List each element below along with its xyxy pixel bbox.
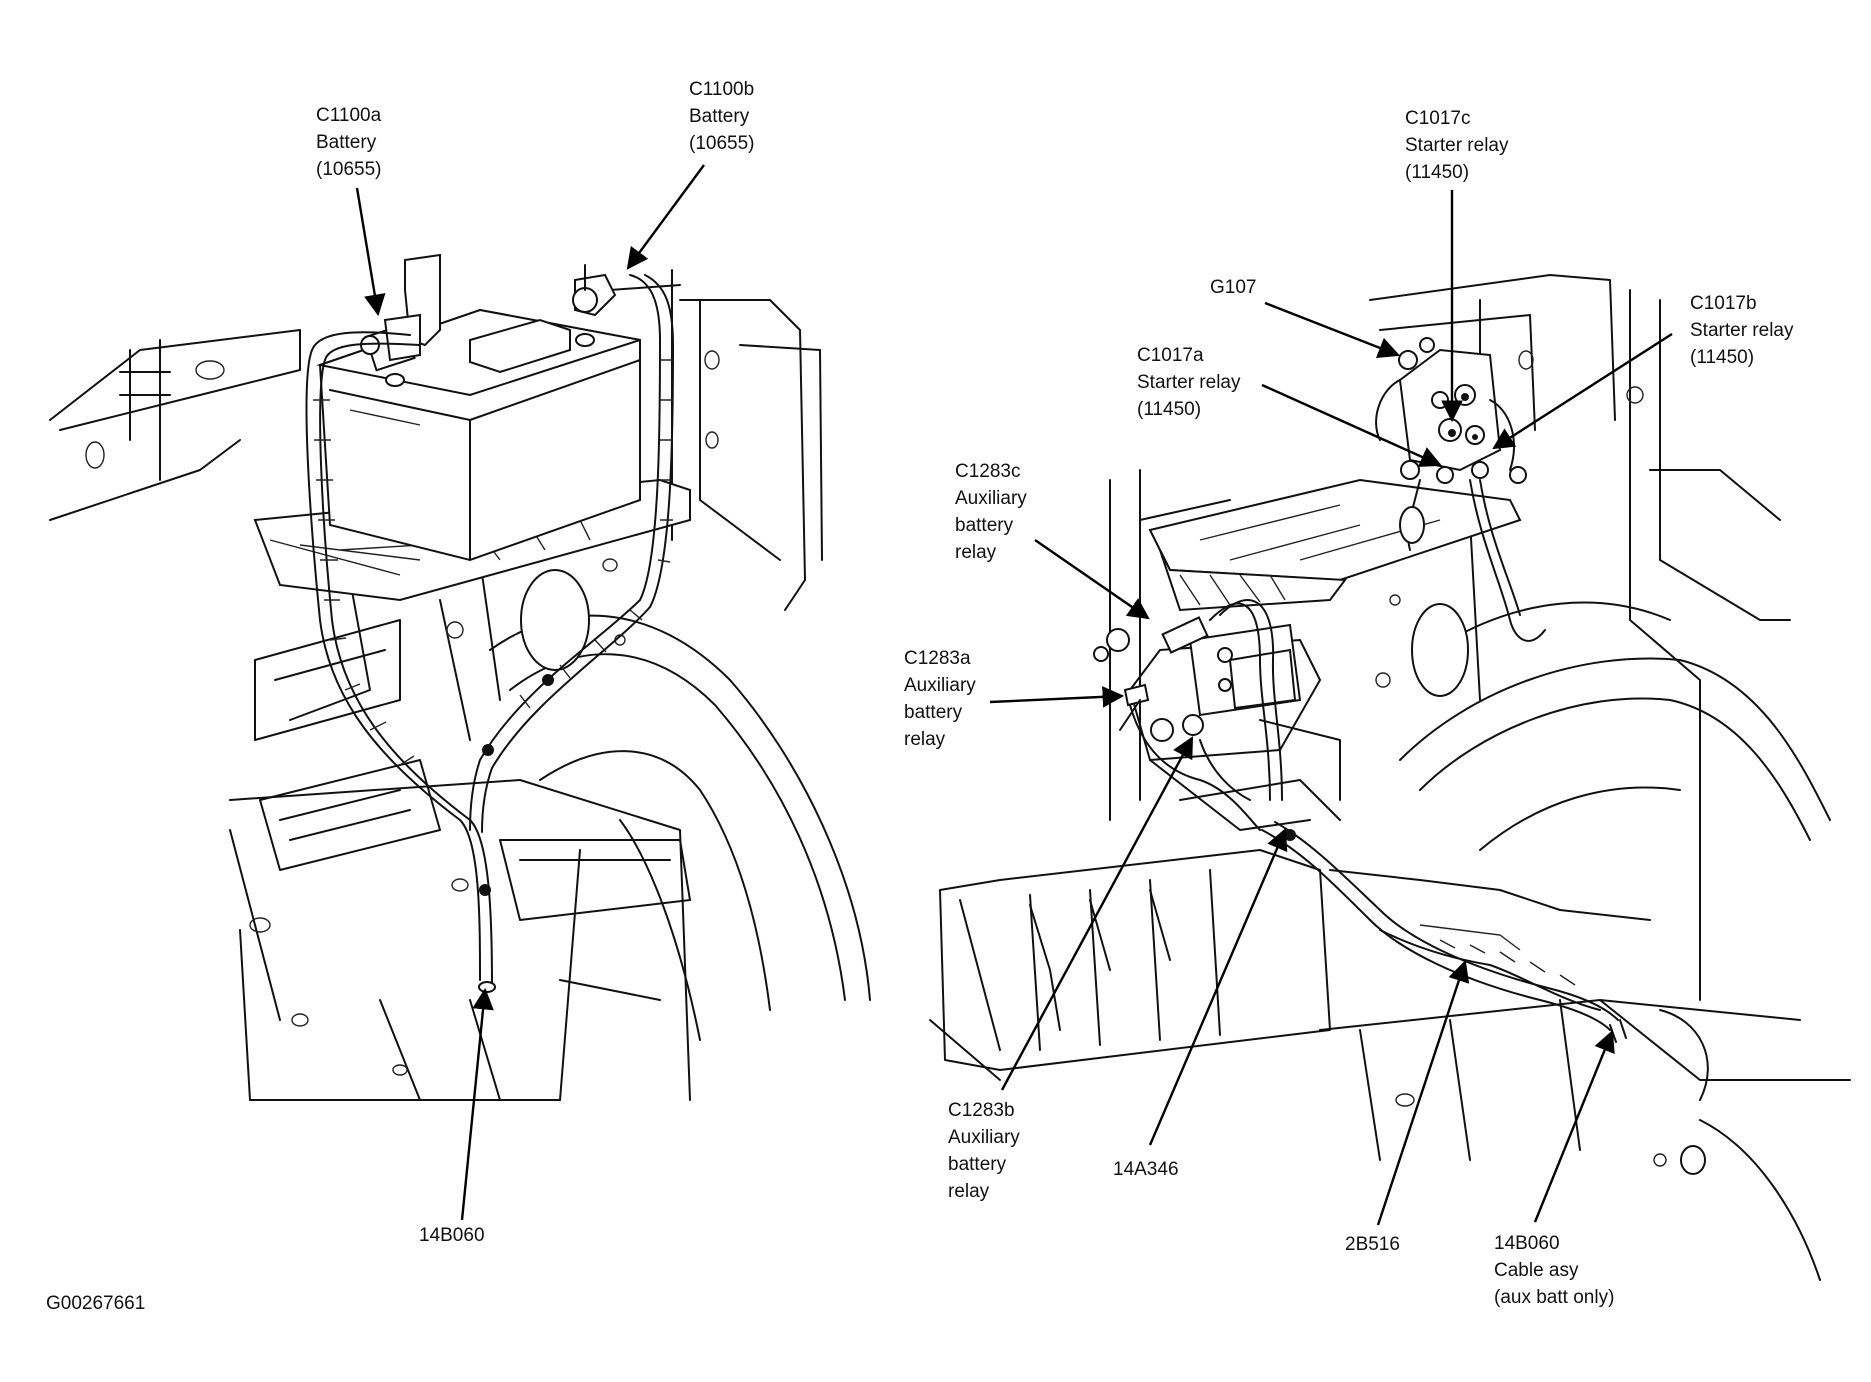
- leader-g107: [1264, 301, 1401, 358]
- label-c1017b: C1017b Starter relay (11450): [1690, 293, 1794, 368]
- label-c1283c: C1283c Auxiliary battery relay: [955, 461, 1027, 563]
- leader-c1017b: [1492, 332, 1673, 450]
- right-engine-bay-view: [929, 274, 1851, 1281]
- label-2b516: 2B516: [1345, 1234, 1400, 1255]
- leader-2b516: [1376, 959, 1470, 1226]
- c1100b-connector: [572, 264, 617, 317]
- leader-14a346: [1148, 828, 1288, 1146]
- label-c1017a: C1017a Starter relay (11450): [1137, 345, 1241, 420]
- cable-14b060-right: [1609, 1019, 1627, 1043]
- label-c1100b: C1100b Battery (10655): [689, 79, 755, 154]
- label-14b060-right: 14B060 Cable asy (aux batt only): [1494, 1233, 1615, 1308]
- auxiliary-battery-relay-icon: [1093, 599, 1302, 831]
- label-14b060-left: 14B060: [419, 1225, 485, 1246]
- leader-c1283c: [1034, 539, 1150, 620]
- figure-id: G00267661: [46, 1293, 146, 1314]
- label-c1017c: C1017c Starter relay (11450): [1405, 108, 1509, 183]
- cable-14b060-left: [305, 274, 674, 993]
- leader-c1100a: [355, 187, 386, 317]
- label-14a346: 14A346: [1113, 1159, 1179, 1180]
- c1100a-connector: [360, 253, 441, 362]
- leader-c1283a: [989, 686, 1125, 708]
- leader-14b060-left: [460, 987, 494, 1221]
- label-g107: G107: [1210, 277, 1257, 298]
- label-c1100a: C1100a Battery (10655): [316, 105, 382, 180]
- leader-c1100b: [626, 164, 705, 270]
- leader-lines: [355, 164, 1673, 1226]
- label-c1283b: C1283b Auxiliary battery relay: [948, 1100, 1020, 1202]
- cable-2b516: [1379, 924, 1601, 1011]
- leader-14b060-right: [1533, 1029, 1615, 1223]
- right-body-structure: [929, 274, 1851, 1281]
- leader-c1017a: [1261, 383, 1442, 467]
- starter-relay-tray: [1148, 478, 1522, 612]
- label-c1283a: C1283a Auxiliary battery relay: [904, 648, 976, 750]
- leader-c1283b: [1000, 736, 1194, 1091]
- left-engine-bay-view: [49, 253, 871, 1101]
